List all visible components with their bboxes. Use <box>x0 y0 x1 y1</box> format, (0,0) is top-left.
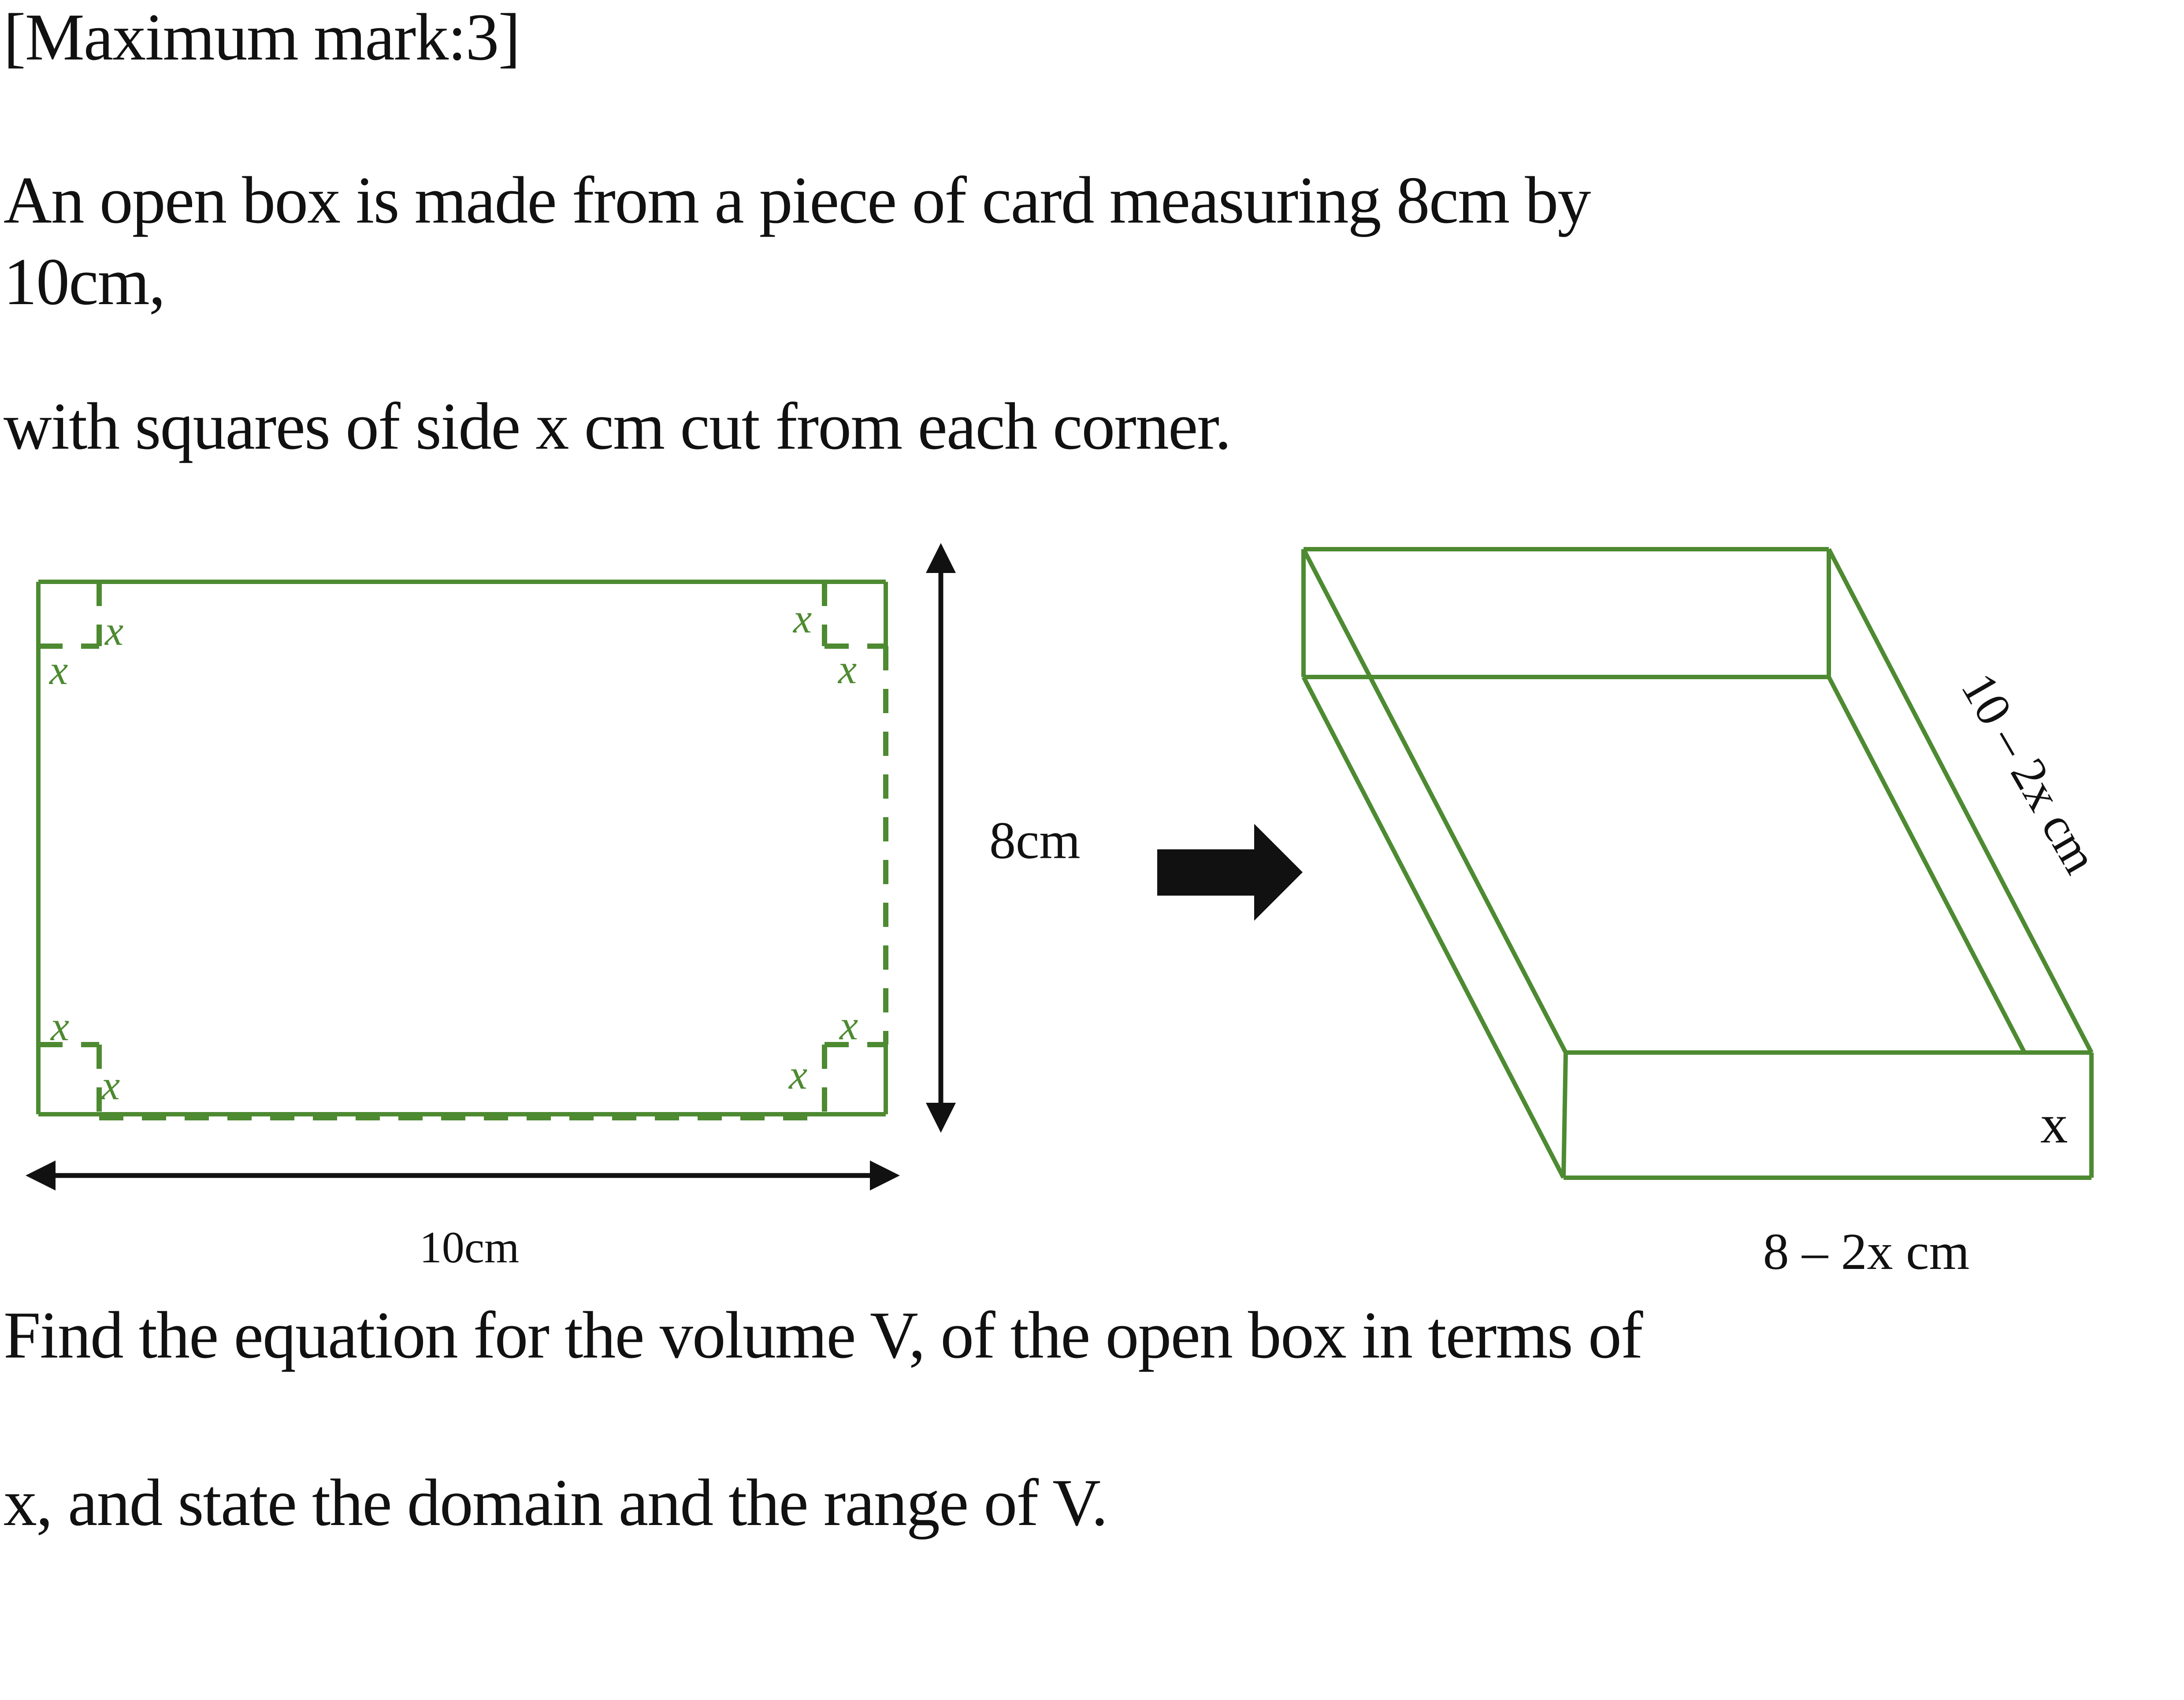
question-line-2: x, and state the domain and the range of… <box>4 1466 1108 1540</box>
width-dimension-arrow <box>26 1161 900 1190</box>
box-back-wall <box>1301 547 1831 679</box>
cut-size-label: x <box>100 1062 120 1109</box>
question-line-1: Find the equation for the volume V, of t… <box>4 1298 1643 1372</box>
arrow-head-right-icon <box>870 1161 900 1190</box>
card-height-label: 8cm <box>989 811 1081 870</box>
cut-size-label: x <box>839 1002 858 1049</box>
open-box-diagram <box>1301 547 2094 1180</box>
cut-size-label: x <box>104 607 123 654</box>
transform-arrow-icon <box>1157 824 1303 921</box>
cut-size-label: x <box>48 647 68 693</box>
intro-line-2: 10cm, <box>4 245 166 319</box>
card-net-diagram: x x x x x x x x <box>36 580 888 1120</box>
height-dimension-arrow <box>926 543 956 1133</box>
box-left-wall-edges <box>1301 548 1568 1179</box>
cut-corner-bottom-left: x x <box>38 1003 120 1114</box>
box-width-label: 8 – 2x cm <box>1763 1223 1970 1280</box>
arrow-head-left-icon <box>26 1161 56 1190</box>
arrow-head-up-icon <box>926 543 956 573</box>
intro-line-1: An open box is made from a piece of card… <box>4 163 1591 237</box>
box-right-wall-edges <box>1827 548 2094 1054</box>
max-mark-line: [Maximum mark:3] <box>4 0 520 74</box>
cut-corner-top-left: x x <box>38 582 123 693</box>
cut-size-label: x <box>788 1051 807 1098</box>
cut-size-label: x <box>837 646 857 692</box>
card-width-label: 10cm <box>419 1223 520 1272</box>
box-front-wall <box>1561 1050 2094 1180</box>
cut-size-label: x <box>792 595 812 642</box>
arrow-head-down-icon <box>926 1103 956 1133</box>
intro-line-3: with squares of side x cm cut from each … <box>4 389 1232 463</box>
box-height-label: x <box>2040 1094 2068 1155</box>
cut-corner-top-right: x x <box>792 582 886 692</box>
cut-size-label: x <box>50 1003 69 1049</box>
cut-corner-bottom-right: x x <box>788 1002 886 1114</box>
